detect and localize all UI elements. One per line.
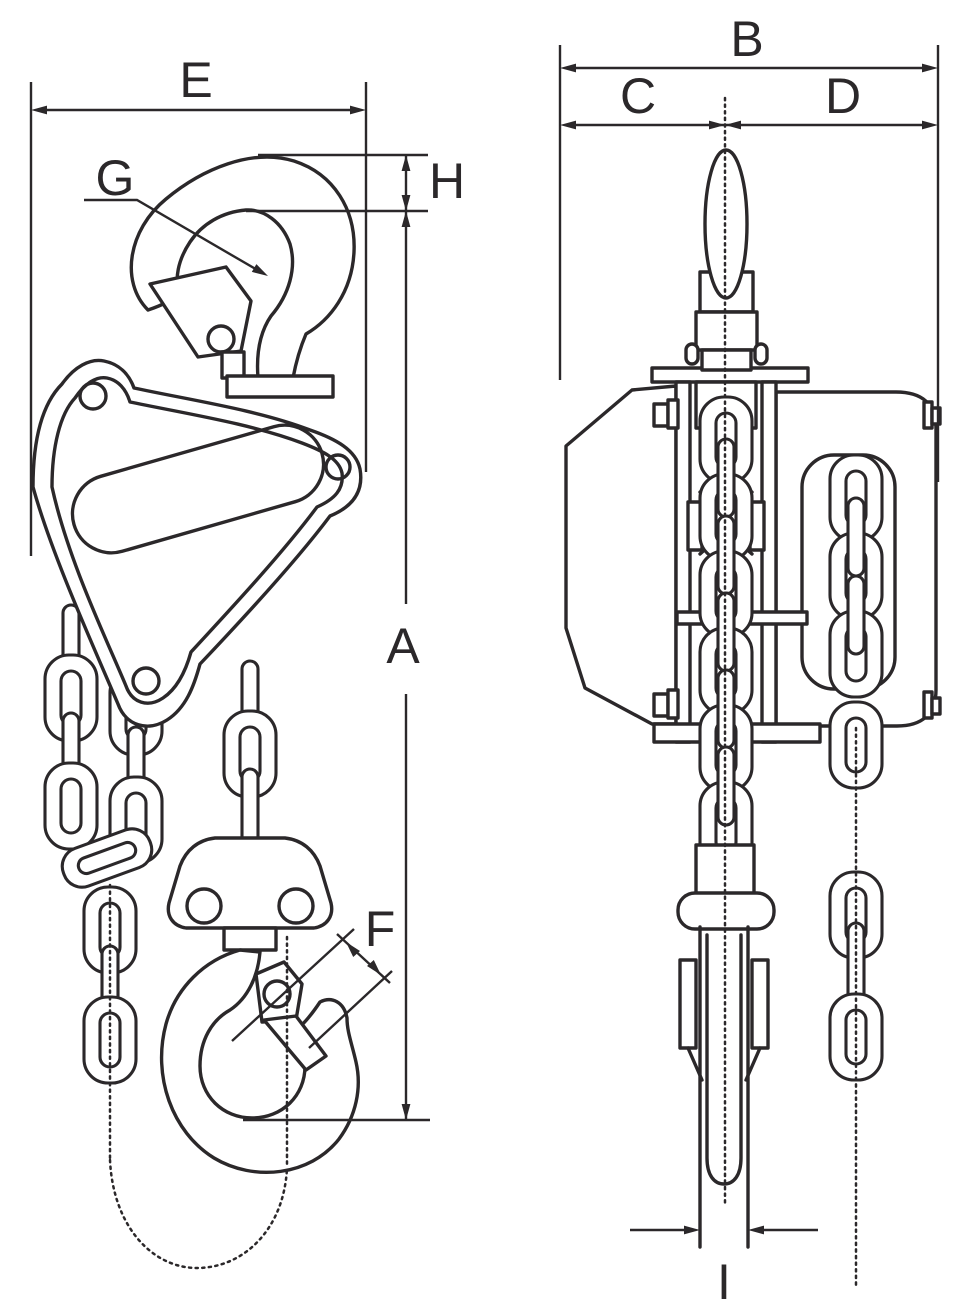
dim-label-h: H [429,153,465,209]
load-chain-front [222,659,278,849]
dimension-B: B [558,11,940,482]
housing-window [70,423,326,555]
dimension-G: G [84,150,268,276]
suspension-block [225,374,335,399]
dim-label-c: C [620,68,656,124]
dimension-C-D: C D [560,68,938,130]
side-view: B C D I [558,11,942,1310]
bolt-hole [324,453,352,481]
dimension-I: I [630,1225,818,1310]
bolt-hole [78,381,108,411]
chain-joining-link [60,827,154,889]
dim-label-f: F [365,901,396,957]
dimension-H: H [246,153,465,213]
dimension-F: F [231,901,396,1049]
dim-label-a: A [386,618,420,674]
dim-label-i: I [717,1254,731,1310]
top-hook-front [129,155,356,399]
centerlines-side [723,96,858,1287]
top-hook-side [684,148,769,372]
dimension-A: A [243,211,430,1122]
safety-latch-top [148,265,253,359]
bolt-hole [131,666,161,696]
housing-profile-side [564,384,678,726]
hook-block [166,836,334,930]
dimension-E: E [29,52,368,556]
dim-label-d: D [825,68,861,124]
side-plate [674,380,692,744]
dim-label-e: E [179,52,212,108]
bolts-side [652,398,942,720]
gear-housing-front [31,358,363,728]
bottom-hook-front [159,836,360,1175]
dim-label-b: B [730,11,763,67]
side-plate [760,380,778,744]
front-view: E H G A [29,52,465,1270]
dim-label-g: G [96,150,135,206]
hand-chain-front [43,603,164,889]
phantom-lines-front [108,883,289,1270]
